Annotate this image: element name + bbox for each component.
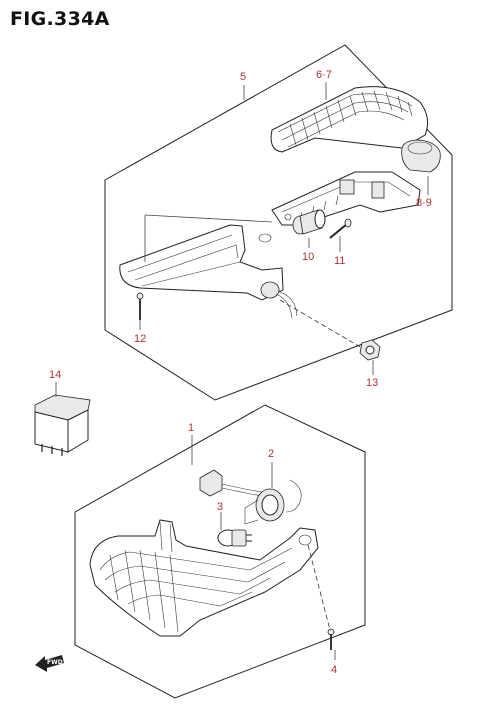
callout-11: 11 xyxy=(334,255,345,267)
lens-cover-part[interactable] xyxy=(270,86,429,153)
nut-13-part[interactable] xyxy=(359,339,381,361)
callout-14: 14 xyxy=(49,369,61,381)
screw-4-part[interactable] xyxy=(327,628,335,650)
callout-12: 12 xyxy=(134,333,146,345)
fwd-label: FWD xyxy=(47,659,63,666)
callout-4: 4 xyxy=(331,664,337,676)
bulb-3-part[interactable] xyxy=(217,529,252,547)
turn-signal-housing-part[interactable] xyxy=(119,224,298,319)
bulb-socket-part[interactable] xyxy=(292,209,326,235)
callout-2: 2 xyxy=(268,448,274,460)
relay-part[interactable] xyxy=(34,394,91,456)
callout-6-7: 6·7 xyxy=(316,69,332,81)
screw-12-part[interactable] xyxy=(136,292,144,320)
screw-11-part[interactable] xyxy=(329,218,352,239)
callout-5: 5 xyxy=(240,71,246,83)
callout-13: 13 xyxy=(366,377,378,389)
callout-1: 1 xyxy=(188,422,194,434)
turn-signal-lens-part[interactable] xyxy=(89,519,319,637)
small-lamp-socket-part[interactable] xyxy=(401,139,441,173)
bulb-socket-2-part[interactable] xyxy=(244,488,285,525)
lower-assembly-frame xyxy=(74,404,366,699)
upper-assembly-frame xyxy=(104,44,453,401)
wiring-connector-part[interactable] xyxy=(199,469,302,513)
housing-bracket-part[interactable] xyxy=(271,171,421,226)
forward-arrow-icon: FWD xyxy=(35,655,64,672)
callout-8-9: 8·9 xyxy=(416,197,432,209)
callout-3: 3 xyxy=(217,501,223,513)
figure-title: FIG.334A xyxy=(10,8,110,30)
callout-10: 10 xyxy=(302,251,314,263)
